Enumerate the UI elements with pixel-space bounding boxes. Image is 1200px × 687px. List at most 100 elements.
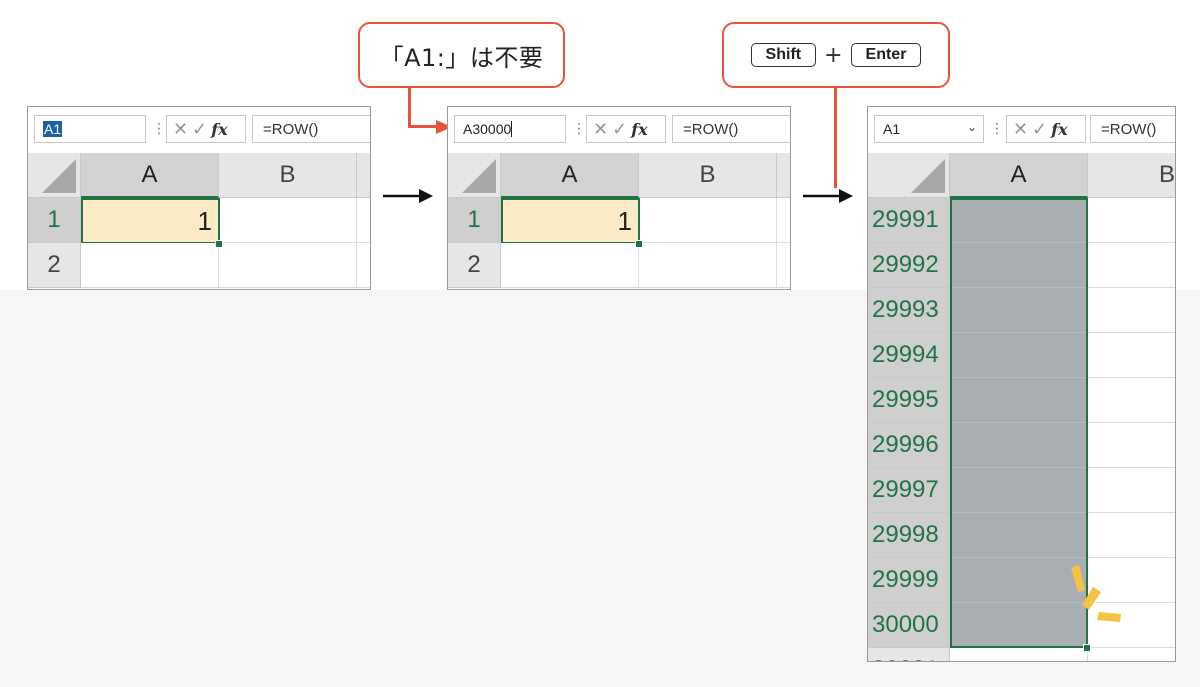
cell-a1[interactable]: 1 xyxy=(501,198,640,244)
callout-text: 「A1:」は不要 xyxy=(379,43,544,72)
cell-a29998[interactable] xyxy=(950,513,1088,558)
cell-a29991[interactable] xyxy=(950,198,1088,243)
check-icon[interactable]: ✓ xyxy=(192,118,208,140)
cell-b30000[interactable] xyxy=(1088,603,1175,648)
callout1-arrowhead xyxy=(436,120,452,134)
fill-handle[interactable] xyxy=(215,240,223,248)
callout-a1-unnecessary: 「A1:」は不要 xyxy=(358,22,565,88)
cell-b29998[interactable] xyxy=(1088,513,1175,558)
select-all-corner[interactable] xyxy=(28,153,81,198)
callout1-connector-v xyxy=(408,88,411,128)
cell-a2[interactable] xyxy=(81,243,219,288)
cancel-icon[interactable]: ✕ xyxy=(1013,118,1029,140)
cell-c1[interactable] xyxy=(357,198,370,243)
select-all-corner[interactable] xyxy=(868,153,950,198)
cell-a29992[interactable] xyxy=(950,243,1088,288)
formula-input[interactable]: =ROW() xyxy=(252,115,370,143)
cell-b29992[interactable] xyxy=(1088,243,1175,288)
row-header-1[interactable]: 1 xyxy=(448,198,501,243)
formula-bar: A30000 ⋮ ✕ ✓ fx =ROW() xyxy=(448,107,790,151)
row-header-30000[interactable]: 30000 xyxy=(868,603,950,648)
row-header-29997[interactable]: 29997 xyxy=(868,468,950,513)
cell-a29995[interactable] xyxy=(950,378,1088,423)
more-icon: ⋮ xyxy=(990,121,1004,137)
cell-c2[interactable] xyxy=(777,243,790,288)
row-header-29996[interactable]: 29996 xyxy=(868,423,950,468)
fill-handle[interactable] xyxy=(1083,644,1091,652)
cell-c2[interactable] xyxy=(357,243,370,288)
spreadsheet-panel-1: A1 ⋮ ✕ ✓ fx =ROW() A B 1 1 2 xyxy=(27,106,371,290)
row-header-29994[interactable]: 29994 xyxy=(868,333,950,378)
row-header-29993[interactable]: 29993 xyxy=(868,288,950,333)
cell-a29997[interactable] xyxy=(950,468,1088,513)
row-header-29995[interactable]: 29995 xyxy=(868,378,950,423)
cell-a29999[interactable] xyxy=(950,558,1088,603)
callout2-connector-v xyxy=(834,88,837,188)
row-header-2[interactable]: 2 xyxy=(448,243,501,288)
cell-b1[interactable] xyxy=(220,198,357,243)
check-icon[interactable]: ✓ xyxy=(612,118,628,140)
insert-function-icon[interactable]: fx xyxy=(211,119,228,139)
row-header-30001[interactable]: 30001 xyxy=(868,648,950,661)
formula-buttons: ✕ ✓ fx xyxy=(1006,115,1086,143)
cell-b1[interactable] xyxy=(640,198,777,243)
insert-function-icon[interactable]: fx xyxy=(631,119,648,139)
select-all-corner[interactable] xyxy=(448,153,501,198)
cell-b29995[interactable] xyxy=(1088,378,1175,423)
callout1-connector-h xyxy=(408,125,438,128)
name-box-value: A30000 xyxy=(463,121,512,137)
selection-range-a29991-a30000[interactable] xyxy=(950,198,1088,648)
column-header-c[interactable] xyxy=(357,153,370,198)
cell-b29993[interactable] xyxy=(1088,288,1175,333)
cell-a29993[interactable] xyxy=(950,288,1088,333)
formula-input[interactable]: =ROW() xyxy=(1090,115,1175,143)
formula-input[interactable]: =ROW() xyxy=(672,115,790,143)
fill-handle[interactable] xyxy=(635,240,643,248)
cancel-icon[interactable]: ✕ xyxy=(173,118,189,140)
column-header-b[interactable]: B xyxy=(1088,153,1175,198)
sparkle-icon xyxy=(1071,565,1121,622)
cell-c1[interactable] xyxy=(777,198,790,243)
row-header-2[interactable]: 2 xyxy=(28,243,81,288)
flow-arrow-1 xyxy=(383,189,433,203)
cell-b29999[interactable] xyxy=(1088,558,1175,603)
column-header-b[interactable]: B xyxy=(639,153,777,198)
cell-b29996[interactable] xyxy=(1088,423,1175,468)
name-box-value: A1 xyxy=(43,121,63,137)
name-box[interactable]: A30000 xyxy=(454,115,566,143)
enter-key: Enter xyxy=(850,43,922,67)
cell-b29994[interactable] xyxy=(1088,333,1175,378)
column-header-a[interactable]: A xyxy=(81,153,219,198)
cancel-icon[interactable]: ✕ xyxy=(593,118,609,140)
column-header-a[interactable]: A xyxy=(950,153,1088,198)
cell-a2[interactable] xyxy=(501,243,639,288)
cell-a29994[interactable] xyxy=(950,333,1088,378)
callout-shift-enter: Shift + Enter xyxy=(722,22,950,88)
column-header-a[interactable]: A xyxy=(501,153,639,198)
spreadsheet-panel-2: A30000 ⋮ ✕ ✓ fx =ROW() A B 1 1 2 xyxy=(447,106,791,290)
name-box[interactable]: A1 ⌄ xyxy=(874,115,984,143)
row-header-29999[interactable]: 29999 xyxy=(868,558,950,603)
column-header-b-label: B xyxy=(1158,161,1175,188)
cell-a1[interactable]: 1 xyxy=(81,198,220,244)
plus-sign: + xyxy=(824,42,843,68)
column-header-c[interactable] xyxy=(777,153,790,198)
column-header-b[interactable]: B xyxy=(219,153,357,198)
cell-a30001[interactable] xyxy=(950,648,1088,661)
row-header-29992[interactable]: 29992 xyxy=(868,243,950,288)
cell-b30001[interactable] xyxy=(1088,648,1175,661)
more-icon: ⋮ xyxy=(572,121,586,137)
name-box-value: A1 xyxy=(883,121,901,137)
row-header-1[interactable]: 1 xyxy=(28,198,81,243)
chevron-down-icon[interactable]: ⌄ xyxy=(966,120,977,134)
cell-b2[interactable] xyxy=(219,243,357,288)
check-icon[interactable]: ✓ xyxy=(1032,118,1048,140)
name-box[interactable]: A1 xyxy=(34,115,146,143)
row-header-29998[interactable]: 29998 xyxy=(868,513,950,558)
cell-b29991[interactable] xyxy=(1088,198,1175,243)
more-icon: ⋮ xyxy=(152,121,166,137)
cell-b2[interactable] xyxy=(639,243,777,288)
row-header-29991[interactable]: 29991 xyxy=(868,198,950,243)
cell-b29997[interactable] xyxy=(1088,468,1175,513)
insert-function-icon[interactable]: fx xyxy=(1051,119,1068,139)
